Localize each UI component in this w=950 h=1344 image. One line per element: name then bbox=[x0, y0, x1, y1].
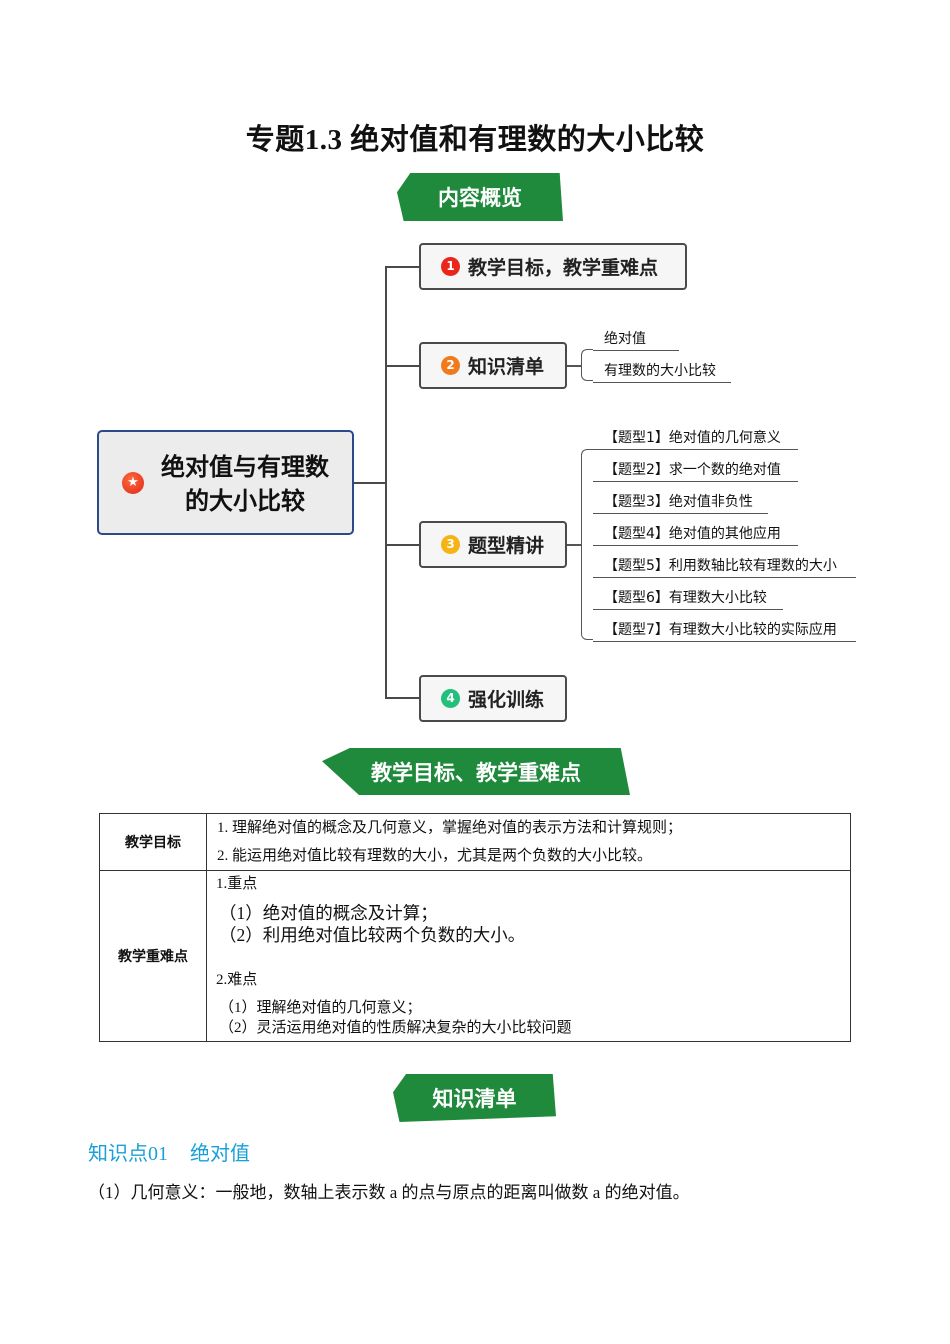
mindmap-leaf: 【题型3】绝对值非负性 bbox=[593, 491, 768, 514]
node-label: 题型精讲 bbox=[468, 535, 545, 557]
mindmap-leaf: 【题型2】求一个数的绝对值 bbox=[593, 459, 798, 482]
banner-knowledge: 知识清单 bbox=[393, 1074, 556, 1122]
mindmap-node-goals: 1 教学目标，教学重难点 bbox=[419, 243, 687, 290]
mindmap-node-practice: 4 强化训练 bbox=[419, 675, 567, 722]
mindmap-leaf: 有理数的大小比较 bbox=[593, 360, 731, 383]
root-label-line1: 绝对值与有理数 bbox=[161, 453, 329, 481]
knowledge-point-title: 绝对值 bbox=[190, 1143, 250, 1165]
mindmap-node-question-types: 3 题型精讲 bbox=[419, 521, 567, 568]
connector bbox=[385, 267, 387, 698]
mindmap-node-knowledge: 2 知识清单 bbox=[419, 342, 567, 389]
table-cell-key-points: 1.重点 （1）绝对值的概念及计算； （2）利用绝对值比较两个负数的大小。 2.… bbox=[206, 870, 851, 1042]
banner-overview: 内容概览 bbox=[397, 173, 563, 221]
goal-line: 1. 理解绝对值的概念及几何意义，掌握绝对值的表示方法和计算规则； bbox=[217, 820, 683, 836]
number-badge-icon: 4 bbox=[441, 689, 460, 708]
difficult-points-title: 2.难点 bbox=[216, 972, 258, 988]
key-point: （1）绝对值的概念及计算； bbox=[219, 903, 438, 923]
mindmap-leaf: 【题型1】绝对值的几何意义 bbox=[593, 427, 798, 450]
mindmap-leaf: 【题型4】绝对值的其他应用 bbox=[593, 523, 798, 546]
mindmap-leaf: 绝对值 bbox=[593, 328, 679, 351]
node-label: 强化训练 bbox=[468, 689, 545, 711]
star-icon: ★ bbox=[122, 472, 144, 494]
node-label: 教学目标，教学重难点 bbox=[468, 257, 659, 279]
root-label-line2: 的大小比较 bbox=[185, 487, 305, 515]
number-badge-icon: 1 bbox=[441, 257, 460, 276]
banner-knowledge-label: 知识清单 bbox=[432, 1087, 517, 1111]
difficult-point: （2）灵活运用绝对值的性质解决复杂的大小比较问题 bbox=[219, 1020, 572, 1036]
number-badge-icon: 2 bbox=[441, 356, 460, 375]
number-badge-icon: 3 bbox=[441, 535, 460, 554]
node-label: 知识清单 bbox=[468, 356, 545, 378]
connector bbox=[567, 544, 582, 546]
mindmap-root-node: ★ 绝对值与有理数 的大小比较 bbox=[97, 430, 354, 535]
connector bbox=[385, 266, 420, 268]
connector bbox=[567, 365, 582, 367]
table-row: 教学目标 1. 理解绝对值的概念及几何意义，掌握绝对值的表示方法和计算规则； 2… bbox=[99, 813, 851, 871]
knowledge-point-heading: 知识点01 绝对值 bbox=[88, 1137, 250, 1166]
mindmap-leaf: 【题型7】有理数大小比较的实际应用 bbox=[593, 619, 856, 642]
banner-goals: 教学目标、教学重难点 bbox=[322, 748, 630, 795]
knowledge-paragraph: （1）几何意义：一般地，数轴上表示数 a 的点与原点的距离叫做数 a 的绝对值。 bbox=[88, 1183, 690, 1202]
mindmap-leaf: 【题型6】有理数大小比较 bbox=[593, 587, 783, 610]
goals-table: 教学目标 1. 理解绝对值的概念及几何意义，掌握绝对值的表示方法和计算规则； 2… bbox=[99, 813, 851, 1042]
connector bbox=[385, 365, 420, 367]
table-row: 教学重难点 1.重点 （1）绝对值的概念及计算； （2）利用绝对值比较两个负数的… bbox=[99, 870, 851, 1042]
key-point: （2）利用绝对值比较两个负数的大小。 bbox=[219, 925, 526, 945]
goal-line: 2. 能运用绝对值比较有理数的大小，尤其是两个负数的大小比较。 bbox=[217, 848, 653, 864]
mindmap-root-label: 绝对值与有理数 的大小比较 bbox=[151, 450, 339, 518]
table-header-key-points: 教学重难点 bbox=[99, 870, 207, 1042]
banner-overview-label: 内容概览 bbox=[438, 186, 522, 210]
banner-goals-label: 教学目标、教学重难点 bbox=[371, 760, 581, 785]
table-cell-goals: 1. 理解绝对值的概念及几何意义，掌握绝对值的表示方法和计算规则； 2. 能运用… bbox=[206, 813, 851, 871]
connector bbox=[385, 544, 420, 546]
knowledge-point-label: 知识点01 bbox=[88, 1143, 168, 1165]
difficult-point: （1）理解绝对值的几何意义； bbox=[219, 1000, 422, 1016]
key-points-title: 1.重点 bbox=[216, 876, 258, 892]
lef-bracket bbox=[581, 449, 593, 640]
connector bbox=[385, 697, 420, 699]
connector bbox=[354, 482, 387, 484]
leaf-bracket bbox=[581, 349, 593, 381]
document-title: 专题1.3 绝对值和有理数的大小比较 bbox=[245, 124, 705, 156]
table-header-goals: 教学目标 bbox=[99, 813, 207, 871]
mindmap-leaf: 【题型5】利用数轴比较有理数的大小 bbox=[593, 555, 856, 578]
